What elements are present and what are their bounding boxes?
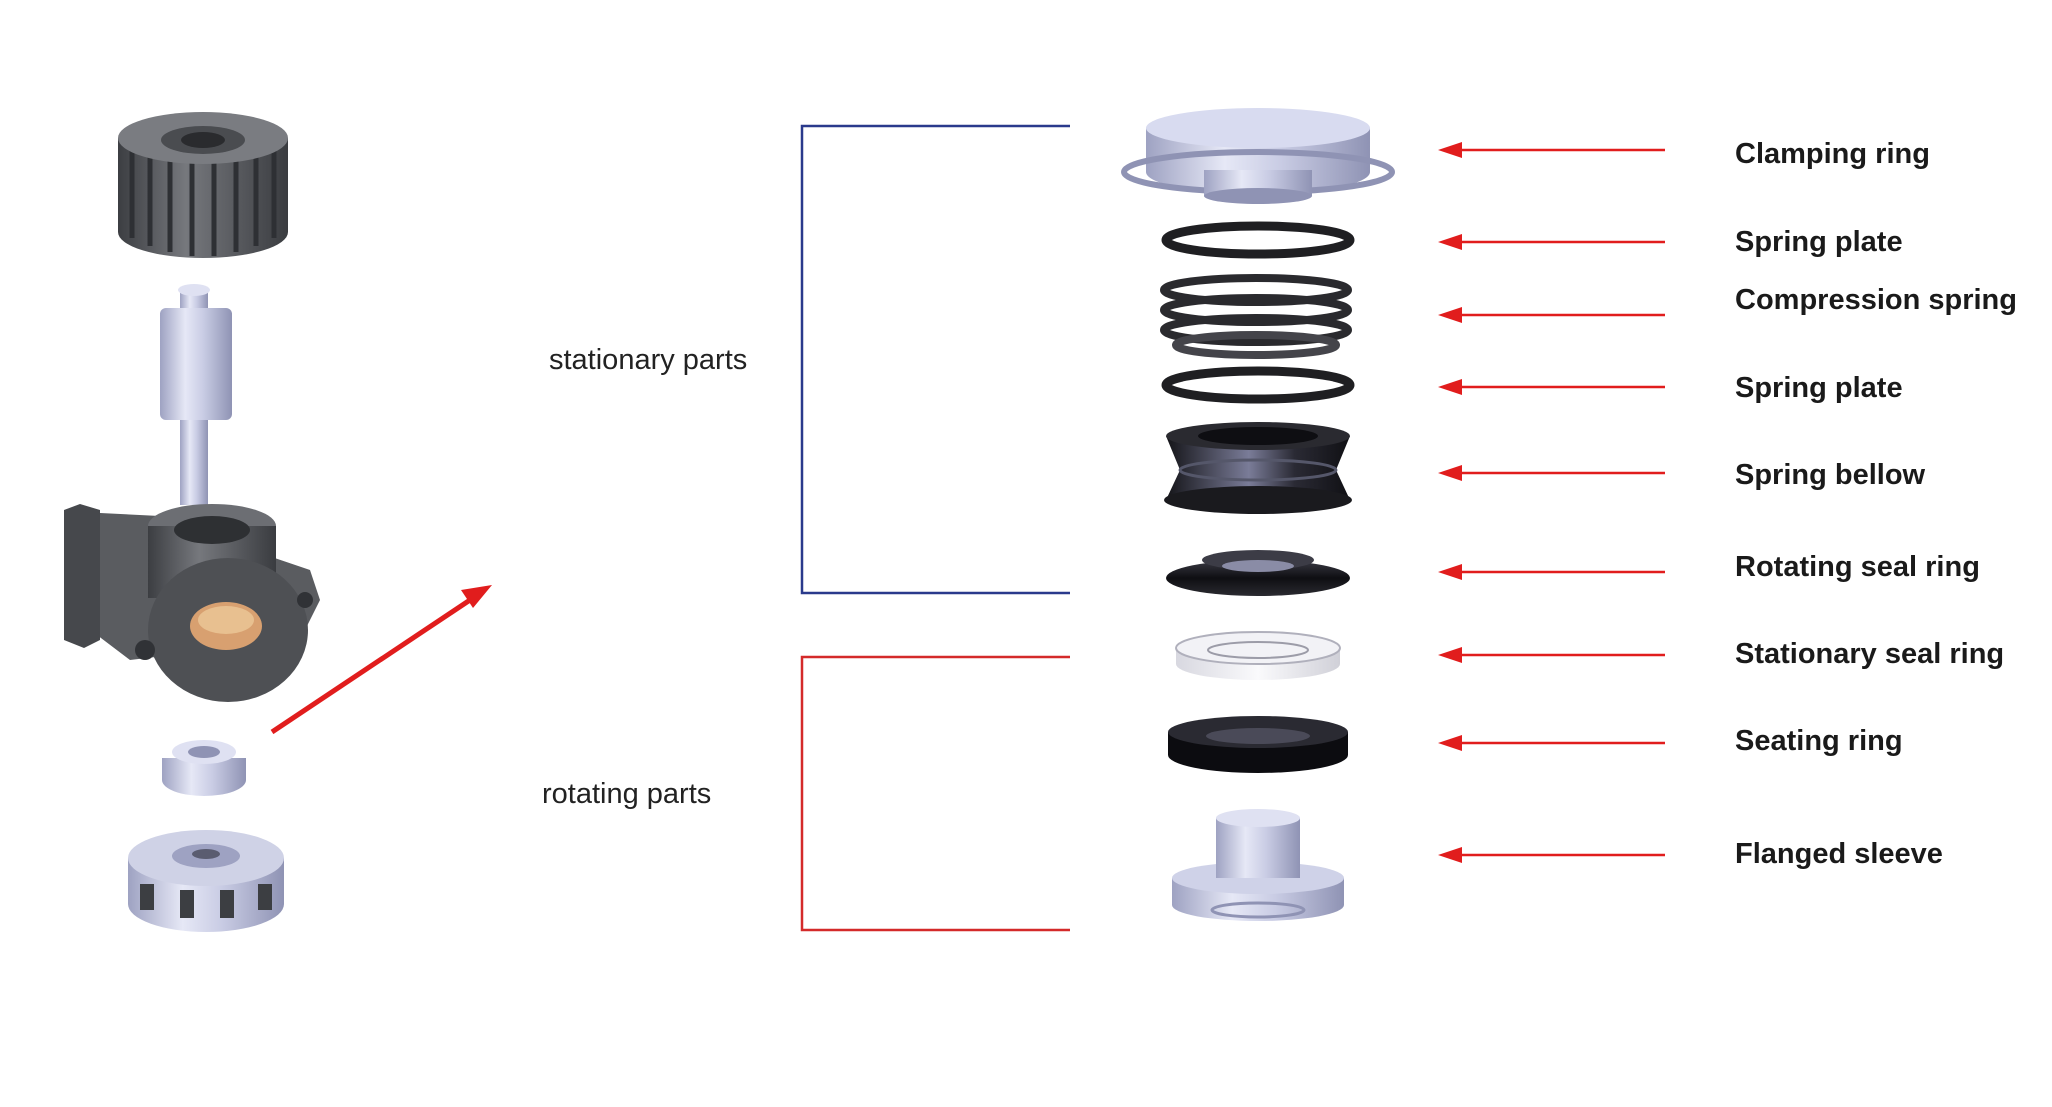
part-label-spring-plate-top: Spring plate xyxy=(1735,226,1903,258)
stationary-parts-label: stationary parts xyxy=(549,344,748,376)
rotating-parts-label: rotating parts xyxy=(542,778,712,810)
mechanical-seal-small xyxy=(162,740,246,796)
compression-spring-part xyxy=(1160,274,1352,359)
seating-ring-part xyxy=(1168,716,1348,773)
spring-plate-top-part xyxy=(1161,221,1355,259)
rotating-seal-ring-part xyxy=(1166,550,1350,596)
spring-plate-bottom-part xyxy=(1161,366,1355,404)
arrow-compression-spring xyxy=(1438,307,1665,323)
rotating-bracket xyxy=(800,655,1070,932)
part-label-stationary-seal-ring: Stationary seal ring xyxy=(1735,638,2005,670)
part-label-compression-spring: Compression spring xyxy=(1735,284,2017,316)
pump-housing xyxy=(64,504,320,702)
label-arrows xyxy=(1438,142,1665,863)
arrow-seating-ring xyxy=(1438,735,1665,751)
pointer-arrow xyxy=(270,585,492,735)
impeller xyxy=(128,830,284,932)
spring-bellow-part xyxy=(1164,422,1352,514)
shaft xyxy=(160,284,232,505)
part-label-seating-ring: Seating ring xyxy=(1735,725,1903,757)
arrow-spring-plate-bottom xyxy=(1438,379,1665,395)
part-label-clamping-ring: Clamping ring xyxy=(1735,138,1930,170)
arrow-flanged-sleeve xyxy=(1438,847,1665,863)
pump-assembly-illustration xyxy=(64,112,320,932)
arrow-clamping-ring xyxy=(1438,142,1665,158)
arrow-stationary-seal-ring xyxy=(1438,647,1665,663)
part-label-flanged-sleeve: Flanged sleeve xyxy=(1735,838,1943,870)
arrow-spring-plate-top xyxy=(1438,234,1665,250)
arrow-rotating-seal-ring xyxy=(1438,564,1665,580)
flanged-sleeve-part xyxy=(1172,809,1344,921)
arrow-spring-bellow xyxy=(1438,465,1665,481)
clamping-ring-part xyxy=(1121,108,1395,204)
stationary-seal-ring-part xyxy=(1175,631,1341,680)
part-label-spring-bellow: Spring bellow xyxy=(1735,459,1926,491)
seal-components xyxy=(1121,108,1395,921)
gear-wheel xyxy=(118,112,288,258)
part-label-rotating-seal-ring: Rotating seal ring xyxy=(1735,551,1980,583)
part-label-spring-plate-bottom: Spring plate xyxy=(1735,372,1903,404)
stationary-bracket xyxy=(800,124,1070,595)
